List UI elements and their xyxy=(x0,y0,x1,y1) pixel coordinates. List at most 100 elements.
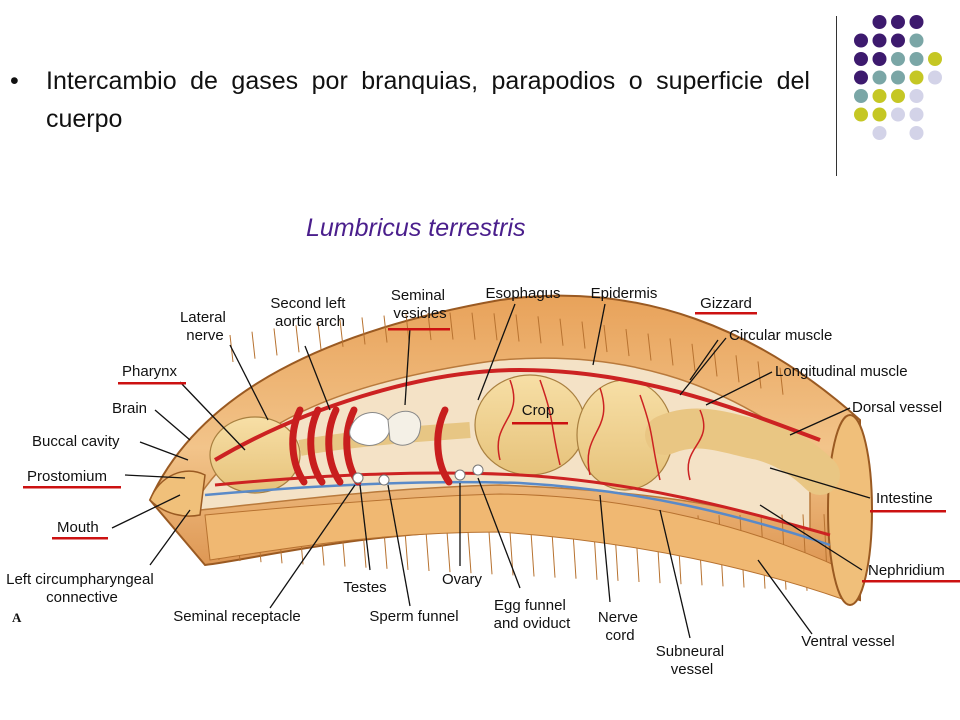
label-left-circumpharyngeal-connective: Left circumpharyngeal connective xyxy=(6,571,158,606)
leader-line xyxy=(229,344,269,421)
leader-line xyxy=(179,381,246,451)
leader-line xyxy=(304,345,331,411)
dorsal-blood-vessel xyxy=(213,367,821,462)
segment-line xyxy=(647,333,652,361)
bullet-dot: • xyxy=(10,67,19,95)
leader-line xyxy=(124,474,186,479)
label-ovary: Ovary xyxy=(442,571,483,588)
segment-line xyxy=(779,367,784,395)
label-testes: Testes xyxy=(343,579,386,596)
segment-line xyxy=(713,349,718,377)
species-subtitle: Lumbricus terrestris xyxy=(306,214,526,242)
label-esophagus: Esophagus xyxy=(485,285,560,302)
segment-line xyxy=(405,314,410,342)
testes-mark-2 xyxy=(378,474,390,486)
segment-line xyxy=(273,328,278,356)
decor-dot xyxy=(891,107,905,122)
egg-funnel-mark xyxy=(472,464,484,476)
label-seminal-vesicles: Seminal vesicles xyxy=(391,287,449,322)
aortic-arch xyxy=(289,406,308,486)
label-prostomium: Prostomium xyxy=(27,468,107,485)
label-mouth: Mouth xyxy=(57,519,99,536)
blood-vessel-branch xyxy=(497,379,515,461)
decor-dot xyxy=(891,33,905,48)
leader-line xyxy=(359,484,371,571)
decor-dot xyxy=(909,15,924,29)
leader-line xyxy=(759,504,863,571)
decor-dot xyxy=(854,107,868,122)
leader-line xyxy=(111,494,181,529)
decor-dot xyxy=(872,126,887,140)
segment-line xyxy=(339,319,344,347)
red-underlines xyxy=(23,312,960,583)
decor-dot xyxy=(872,89,887,103)
decor-dot xyxy=(872,70,887,85)
leader-line xyxy=(269,484,356,609)
label-second-left-aortic-arch: Second left aortic arch xyxy=(270,295,349,330)
label-intestine: Intestine xyxy=(876,490,933,507)
segment-line xyxy=(669,338,674,366)
ovary-mark xyxy=(454,469,466,481)
label-underline xyxy=(862,580,960,583)
decor-dot xyxy=(891,70,905,85)
segment-line xyxy=(625,329,630,357)
blood-vessel-branch xyxy=(587,387,605,476)
label-underline xyxy=(23,486,121,489)
decor-dot xyxy=(909,33,924,48)
bullet-text: Intercambio de gases por branquias, para… xyxy=(46,67,810,133)
intestine-organ xyxy=(645,408,840,495)
label-buccal-cavity: Buccal cavity xyxy=(32,433,120,450)
segment-line xyxy=(383,315,388,343)
decor-dot xyxy=(854,89,868,103)
leader-line xyxy=(689,339,719,381)
ventral-nerve-cord xyxy=(204,480,831,547)
decor-dot xyxy=(928,70,942,85)
segment-line xyxy=(251,331,256,359)
label-nerve-cord: Nerve cord xyxy=(598,609,642,644)
segment-line xyxy=(493,313,498,341)
decor-dot xyxy=(909,52,924,66)
aortic-arch xyxy=(307,406,326,486)
leader-line xyxy=(769,467,871,499)
leader-line xyxy=(139,441,189,461)
decor-dot xyxy=(909,126,924,140)
leader-line xyxy=(477,303,516,401)
decor-dot xyxy=(872,15,887,29)
segment-line xyxy=(603,325,608,353)
label-pointer-lines xyxy=(111,303,871,639)
segment-line xyxy=(581,321,586,349)
decor-dot xyxy=(872,33,887,48)
decor-dot xyxy=(909,89,924,103)
decor-dot xyxy=(854,70,868,85)
seminal-vesicle-right xyxy=(387,410,422,446)
testes-mark-1 xyxy=(352,472,364,484)
segment-line xyxy=(471,312,476,340)
label-underline xyxy=(695,312,757,315)
label-underline xyxy=(512,422,568,425)
decor-dot xyxy=(891,89,905,103)
label-circular-muscle: Circular muscle xyxy=(729,327,832,344)
crop-blood-vessels xyxy=(497,379,705,481)
prostomium-tip xyxy=(149,470,206,517)
bullet-point: • Intercambio de gases por branquias, pa… xyxy=(10,62,810,138)
leader-line xyxy=(757,559,813,635)
decor-dot xyxy=(872,52,887,66)
decor-dot xyxy=(872,107,887,122)
leader-line xyxy=(789,407,851,436)
label-underline xyxy=(388,328,450,331)
decor-dot xyxy=(854,52,868,66)
figure-letter: A xyxy=(12,610,22,625)
segment-line xyxy=(295,325,300,353)
leader-line xyxy=(592,303,606,366)
leader-line xyxy=(404,327,411,406)
label-sperm-funnel: Sperm funnel xyxy=(369,608,458,625)
posterior-cut-end xyxy=(827,414,873,606)
blood-vessel-branch xyxy=(687,409,705,481)
leader-line xyxy=(705,371,773,406)
label-underline xyxy=(118,382,186,385)
label-egg-funnel-and-oviduct: Egg funnel and oviduct xyxy=(494,597,572,632)
label-underline xyxy=(52,537,108,540)
crop-organ xyxy=(474,374,586,476)
segment-line xyxy=(691,343,696,371)
label-nephridium: Nephridium xyxy=(868,562,945,579)
